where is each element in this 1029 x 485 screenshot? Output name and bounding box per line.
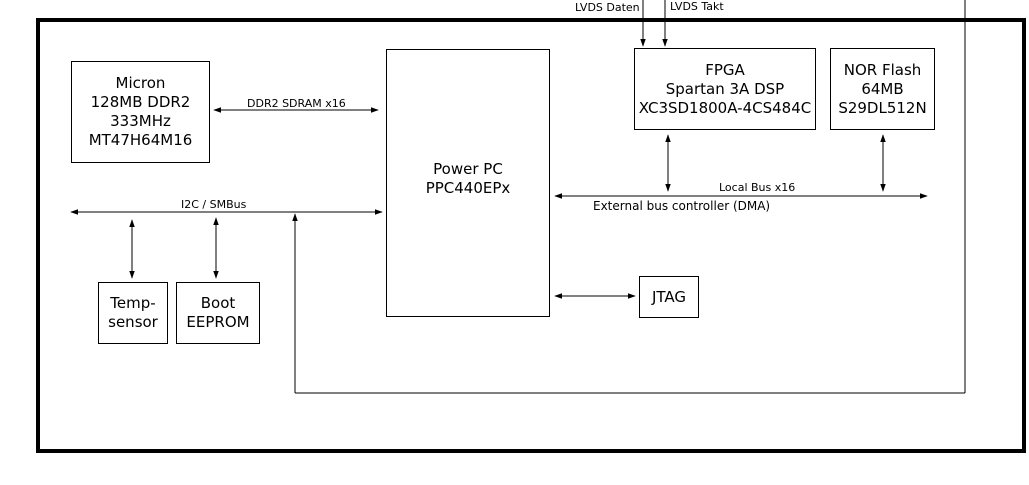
ddr2-bus-label: DDR2 SDRAM x16 [247, 97, 346, 110]
micron-line-1: Micron [115, 74, 166, 92]
boot-eeprom-block: Boot EEPROM [176, 282, 260, 344]
nor-flash-block: NOR Flash 64MB S29DL512N [830, 48, 935, 130]
temp-line-2: sensor [108, 313, 158, 331]
lvds-takt-label: LVDS Takt [670, 0, 724, 13]
nor-line-2: 64MB [861, 79, 904, 98]
lvds-daten-label: LVDS Daten [575, 1, 640, 14]
fpga-line-1: FPGA [705, 60, 745, 79]
jtag-label: JTAG [651, 287, 687, 306]
boot-line-1: Boot [200, 294, 236, 312]
power-pc-block: Power PC PPC440EPx [386, 49, 550, 317]
ppc-line-2: PPC440EPx [425, 179, 511, 197]
micron-ddr2-block: Micron 128MB DDR2 333MHz MT47H64M16 [71, 61, 210, 163]
temp-line-1: Temp- [110, 294, 156, 312]
temp-sensor-block: Temp- sensor [98, 282, 168, 344]
nor-line-1: NOR Flash [843, 60, 922, 79]
nor-line-3: S29DL512N [838, 98, 927, 117]
micron-line-2: 128MB DDR2 [90, 93, 191, 111]
jtag-block: JTAG [639, 276, 699, 318]
fpga-line-3: XC3SD1800A-4CS484C [638, 98, 812, 117]
boot-line-2: EEPROM [186, 313, 250, 331]
ebc-label: External bus controller (DMA) [593, 199, 771, 213]
local-bus-label: Local Bus x16 [719, 181, 796, 194]
ppc-line-1: Power PC [433, 160, 503, 178]
micron-line-4: MT47H64M16 [88, 131, 193, 149]
fpga-block: FPGA Spartan 3A DSP XC3SD1800A-4CS484C [634, 48, 816, 130]
micron-line-3: 333MHz [110, 112, 171, 130]
fpga-line-2: Spartan 3A DSP [665, 79, 785, 98]
board-frame [36, 18, 1026, 453]
i2c-bus-label: I2C / SMBus [181, 198, 247, 211]
